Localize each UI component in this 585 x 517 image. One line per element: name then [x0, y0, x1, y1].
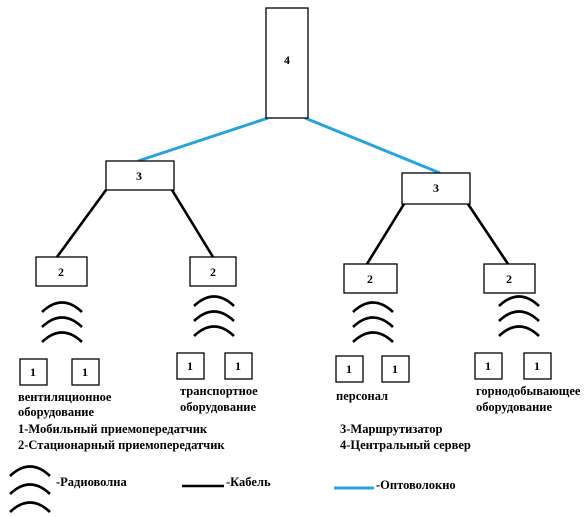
legend-radio-label: -Радиоволна: [56, 475, 127, 489]
group-label-transport: транспортное оборудование: [180, 384, 261, 414]
mobile-node: 1: [176, 352, 205, 380]
station-label: 2: [367, 272, 373, 286]
radio-wave-icon: [193, 295, 235, 337]
cable-link-4: [466, 203, 510, 265]
station-label: 2: [58, 265, 64, 279]
mobile-node: 1: [335, 355, 364, 383]
group-label-mining: горнодобывающее оборудование: [476, 384, 584, 414]
mobile-label: 1: [82, 365, 88, 379]
station-node-1: 2: [35, 256, 88, 287]
station-node-2: 2: [189, 256, 237, 287]
legend-cable-label: -Кабель: [226, 475, 271, 489]
legend-item-mobile: 1-Мобильный приемопередатчик: [18, 422, 208, 436]
router-label: 3: [136, 169, 142, 183]
fiber-link-left: [137, 116, 269, 163]
mobile-label: 1: [187, 359, 193, 373]
station-node-4: 2: [483, 263, 536, 294]
mobile-node: 1: [224, 352, 253, 380]
cable-link-3: [365, 203, 406, 265]
station-label: 2: [506, 272, 512, 286]
legend-item-router: 3-Маршрутизатор: [340, 422, 443, 436]
mobile-label: 1: [30, 365, 36, 379]
router-node-left: 3: [105, 160, 175, 191]
fiber-link-right: [304, 116, 441, 175]
group-label-personnel: персонал: [336, 389, 388, 403]
mobile-label: 1: [235, 359, 241, 373]
mobile-label: 1: [534, 359, 540, 373]
station-node-3: 2: [343, 263, 398, 294]
legend-item-stationary: 2-Стационарный приемопередатчик: [18, 438, 225, 452]
mobile-node: 1: [523, 352, 552, 380]
router-label: 3: [433, 181, 439, 195]
mobile-label: 1: [485, 359, 491, 373]
group-label-ventilation: вентиляционное оборудование: [18, 390, 115, 419]
central-server-node: 4: [265, 7, 309, 119]
router-node-right: 3: [401, 172, 471, 205]
legend-radio-wave-icon: [9, 465, 51, 513]
cable-link-2: [170, 189, 215, 258]
legend-fiber-label: -Оптоволокно: [376, 478, 456, 492]
central-server-label: 4: [284, 53, 290, 67]
mobile-label: 1: [346, 362, 352, 376]
mobile-label: 1: [392, 362, 398, 376]
legend-item-server: 4-Центральный сервер: [340, 438, 471, 452]
radio-wave-icon: [41, 301, 83, 343]
mobile-node: 1: [19, 358, 48, 386]
mobile-node: 1: [474, 352, 503, 380]
radio-wave-icon: [352, 301, 394, 343]
mobile-node: 1: [381, 355, 410, 383]
radio-wave-icon: [498, 295, 540, 337]
station-label: 2: [210, 265, 216, 279]
cable-link-1: [55, 189, 108, 258]
mobile-node: 1: [71, 358, 100, 386]
